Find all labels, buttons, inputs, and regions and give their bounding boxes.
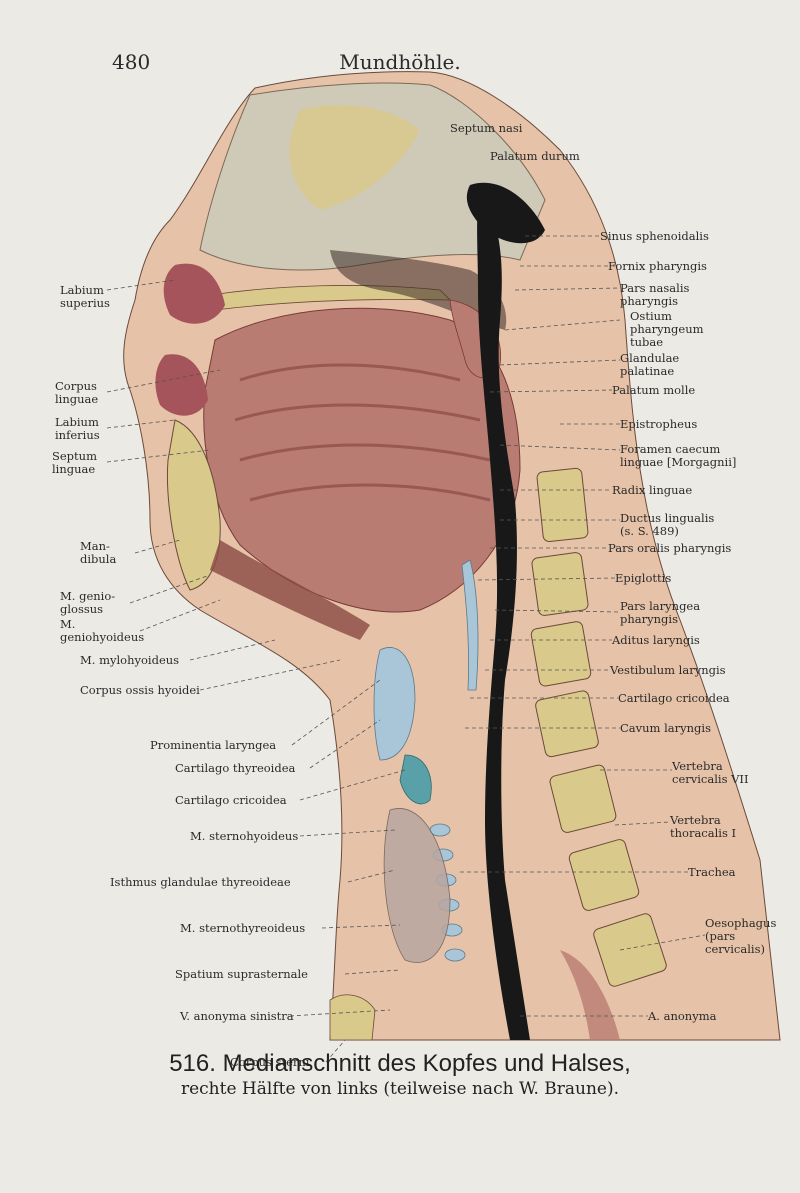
- figure-caption: 516. Medianschnitt des Kopfes und Halses…: [0, 1050, 800, 1100]
- label-cartilago-cricoidea-left: Cartilago cricoidea: [175, 793, 287, 807]
- label-epistropheus: Epistropheus: [620, 417, 698, 431]
- tongue-shape: [203, 307, 521, 613]
- label-glandulae-palatinae: Glandulae palatinae: [620, 351, 680, 378]
- label-sinus-sphenoidalis: Sinus sphenoidalis: [600, 229, 709, 243]
- thyroid-cartilage: [373, 647, 416, 761]
- page-header: Mundhöhle.: [339, 50, 461, 74]
- label-fornix-pharyngis: Fornix pharyngis: [608, 259, 707, 273]
- label-pars-nasalis: Pars nasalis pharyngis: [620, 281, 690, 308]
- oesophagus-shape: [560, 950, 620, 1040]
- label-septum-nasi: Septum nasi: [450, 121, 523, 135]
- label-aditus-laryngis: Aditus laryngis: [612, 633, 700, 647]
- label-corpus-sterni: Corpus sterni: [230, 1055, 310, 1069]
- label-isthmus-glandulae: Isthmus glandulae thyreoideae: [110, 875, 291, 889]
- septum-nasi-bone: [289, 105, 420, 210]
- label-epiglottis: Epiglottis: [615, 571, 672, 585]
- label-m-sternohyoideus: M. sternohyoideus: [190, 829, 299, 843]
- label-vestibulum-laryngis: Vestibulum laryngis: [610, 663, 726, 677]
- caption-title: 516. Medianschnitt des Kopfes und Halses…: [169, 1050, 631, 1077]
- pharynx-airway: [477, 190, 530, 1040]
- label-m-sternothyreoideus: M. sternothyreoideus: [180, 921, 306, 935]
- label-prominentia-laryngea: Prominentia laryngea: [150, 738, 277, 752]
- label-m-mylohyoideus: M. mylohyoideus: [80, 653, 180, 667]
- label-trachea: Trachea: [688, 865, 736, 879]
- label-labium-inferius: Labium inferius: [55, 415, 100, 442]
- label-cavum-laryngis: Cavum laryngis: [620, 721, 711, 735]
- label-cartilago-cricoidea-right: Cartilago cricoidea: [618, 691, 730, 705]
- tongue-fibers: [234, 363, 491, 502]
- label-m-genioglossus: M. genio- glossus: [60, 589, 116, 616]
- labium-inferius-shape: [155, 354, 208, 416]
- label-radix-linguae: Radix linguae: [612, 483, 693, 497]
- label-spatium-suprasternale: Spatium suprasternale: [175, 967, 308, 981]
- label-a-anonyma: A. anonyma: [648, 1009, 717, 1023]
- label-septum-linguae: Septum linguae: [52, 449, 97, 476]
- corpus-sterni-shape: [329, 994, 376, 1041]
- label-corpus-ossis-hyoidei: Corpus ossis hyoidei: [80, 683, 200, 697]
- page-number: 480: [112, 50, 151, 74]
- label-corpus-linguae: Corpus linguae: [55, 379, 99, 406]
- cricoid-cartilage: [399, 754, 432, 805]
- label-cartilago-thyreoidea: Cartilago thyreoidea: [175, 761, 296, 775]
- epiglottis-shape: [461, 559, 479, 691]
- label-palatum-molle: Palatum molle: [612, 383, 696, 397]
- label-m-geniohyoideus: M. geniohyoideus: [60, 617, 145, 644]
- label-pars-oralis: Pars oralis pharyngis: [608, 541, 732, 555]
- label-vertebra-thoracalis: Vertebra thoracalis I: [670, 813, 737, 840]
- label-pars-laryngea: Pars laryngea pharyngis: [620, 599, 701, 626]
- label-mandibula: Man- dibula: [80, 539, 117, 566]
- label-labium-superius: Labium superius: [60, 283, 110, 310]
- label-v-anonyma-sinistra: V. anonyma sinistra: [180, 1009, 294, 1023]
- thyroid-isthmus: [383, 808, 451, 963]
- vertebral-column: [530, 467, 667, 987]
- label-oesophagus: Oesophagus (pars cervicalis): [705, 916, 777, 956]
- label-vertebra-cervicalis: Vertebra cervicalis VII: [672, 759, 749, 786]
- caption-subtitle: rechte Hälfte von links (teilweise nach …: [180, 1079, 620, 1099]
- label-ostium: Ostium pharyngeum tubae: [630, 309, 704, 349]
- label-foramen-caecum: Foramen caecum linguae [Morgagnii]: [620, 442, 737, 469]
- label-palatum-durum: Palatum durum: [490, 149, 580, 163]
- label-ductus-lingualis: Ductus lingualis (s. S. 489): [620, 511, 715, 538]
- labium-superius-shape: [163, 263, 225, 324]
- floor-of-mouth-muscles: [210, 540, 370, 640]
